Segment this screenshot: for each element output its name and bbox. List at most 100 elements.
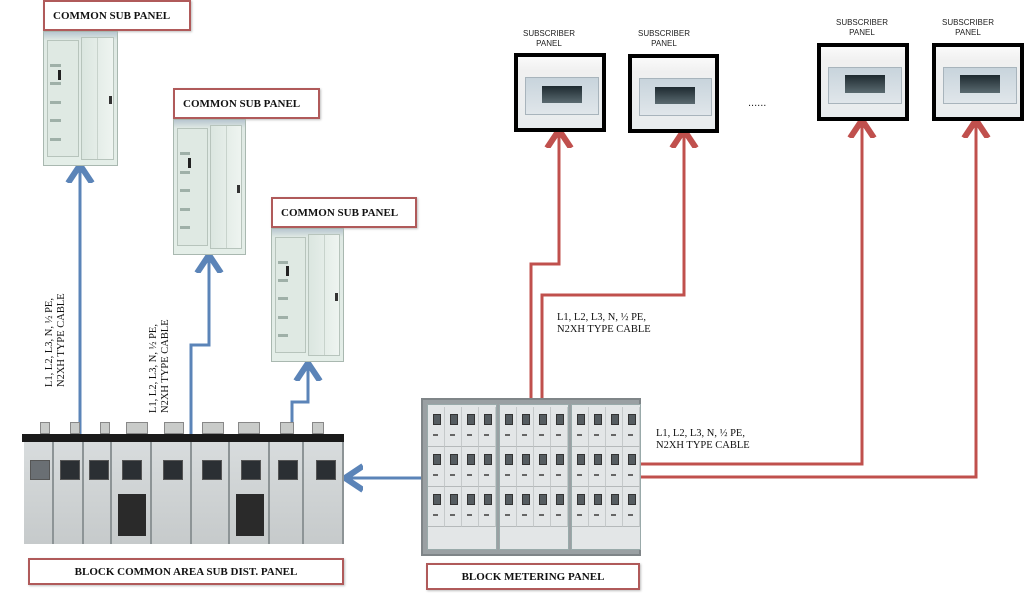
breaker-icon — [122, 460, 142, 480]
meter-breaker-icon — [504, 513, 511, 516]
common-sub-panel-3-cabinet[interactable] — [271, 228, 344, 362]
cabinet-interior — [176, 128, 209, 246]
cabinet-rail — [180, 226, 191, 230]
subscriber-panel-4[interactable] — [932, 43, 1024, 121]
meter-breaker-icon — [432, 433, 439, 436]
subscriber-panel-1[interactable] — [514, 53, 606, 132]
common-sub-panel-2-label-text: COMMON SUB PANEL — [183, 97, 301, 110]
caption-line-2: PANEL — [536, 39, 562, 48]
meter-cell — [623, 447, 640, 487]
block-metering-panel[interactable] — [421, 398, 641, 556]
meter-breaker-icon — [555, 513, 562, 516]
switchboard-section — [112, 442, 152, 544]
subscriber-panel-1-caption: SUBSCRIBER PANEL — [509, 29, 589, 49]
panel-breaker-slot — [655, 86, 696, 105]
meter-breaker-icon — [610, 473, 617, 476]
subscriber-panel-3[interactable] — [817, 43, 909, 121]
cabinet-rail — [278, 279, 289, 282]
energy-meter-icon — [610, 494, 620, 505]
meter-cell — [445, 487, 462, 527]
top-device — [238, 422, 260, 434]
energy-meter-icon — [432, 414, 442, 425]
cabinet-door — [80, 37, 115, 160]
energy-meter-icon — [504, 414, 514, 425]
meter-breaker-icon — [593, 473, 600, 476]
top-device — [126, 422, 148, 434]
meter-breaker-icon — [627, 473, 634, 476]
meter-breaker-icon — [538, 513, 545, 516]
meter-cell — [500, 447, 517, 487]
energy-meter-icon — [521, 414, 531, 425]
switchboard-body — [24, 442, 344, 544]
breaker-icon — [89, 460, 109, 480]
top-device — [202, 422, 224, 434]
energy-meter-icon — [576, 454, 586, 465]
common-area-panel-label-text: BLOCK COMMON AREA SUB DIST. PANEL — [74, 565, 298, 578]
meter-cell — [534, 487, 551, 527]
breaker-icon — [278, 460, 298, 480]
feed-line-common-sub-panel-2 — [189, 258, 209, 434]
cabinet-interior — [46, 39, 80, 157]
common-sub-panel-2-cabinet[interactable] — [173, 119, 246, 255]
energy-meter-icon — [483, 454, 493, 465]
meter-breaker-icon — [593, 433, 600, 436]
panel-window — [827, 66, 902, 105]
breaker-icon — [30, 460, 50, 480]
energy-meter-icon — [593, 414, 603, 425]
meter-cell — [445, 407, 462, 447]
energy-meter-icon — [521, 494, 531, 505]
energy-meter-icon — [555, 454, 565, 465]
energy-meter-icon — [555, 414, 565, 425]
meter-cell — [606, 447, 623, 487]
common-sub-panel-1-cabinet[interactable] — [43, 31, 118, 166]
cable-label-subscriber-right: L1, L2, L3, N, ½ PE, N2XH TYPE CABLE — [656, 428, 750, 452]
energy-meter-icon — [538, 454, 548, 465]
cabinet-interior — [274, 236, 307, 354]
common-sub-panel-3-label: COMMON SUB PANEL — [271, 197, 417, 228]
cabinet-door — [307, 234, 341, 356]
meter-cell — [572, 407, 589, 447]
energy-meter-icon — [521, 454, 531, 465]
energy-meter-icon — [555, 494, 565, 505]
cabinet-slot — [188, 158, 192, 168]
cabinet-rail — [50, 119, 61, 123]
meter-breaker-icon — [466, 473, 473, 476]
energy-meter-icon — [576, 414, 586, 425]
meter-breaker-icon — [504, 473, 511, 476]
top-device — [164, 422, 184, 434]
meter-cell — [623, 487, 640, 527]
energy-meter-icon — [576, 494, 586, 505]
energy-meter-icon — [504, 494, 514, 505]
meter-breaker-icon — [576, 513, 583, 516]
metering-panel-label-text: BLOCK METERING PANEL — [461, 570, 605, 583]
switchboard-top — [22, 434, 344, 442]
meter-cell — [500, 407, 517, 447]
energy-meter-icon — [466, 414, 476, 425]
subscriber-panel-2[interactable] — [628, 54, 719, 133]
energy-meter-icon — [449, 414, 459, 425]
breaker-icon — [316, 460, 336, 480]
cabinet-door — [209, 125, 243, 249]
door-handle-icon — [335, 292, 339, 301]
energy-meter-icon — [466, 494, 476, 505]
meter-breaker-icon — [627, 433, 634, 436]
energy-meter-icon — [538, 494, 548, 505]
panel-breaker-slot — [541, 85, 582, 104]
energy-meter-icon — [627, 414, 637, 425]
meter-breaker-icon — [483, 473, 490, 476]
meter-breaker-icon — [555, 433, 562, 436]
breaker-icon — [60, 460, 80, 480]
meter-breaker-icon — [466, 513, 473, 516]
meter-breaker-icon — [576, 473, 583, 476]
feed-line-subscriber-panel-3 — [641, 123, 862, 466]
caption-line-1: SUBSCRIBER — [522, 29, 575, 38]
top-device — [312, 422, 324, 434]
meter-cell — [606, 487, 623, 527]
meter-cell — [479, 487, 496, 527]
block-common-area-sub-dist-panel[interactable] — [22, 422, 344, 544]
cabinet-slot — [58, 69, 62, 80]
meter-breaker-icon — [521, 433, 528, 436]
caption-line-2: PANEL — [849, 28, 875, 37]
cable-label-subscriber-upper: L1, L2, L3, N, ½ PE, N2XH TYPE CABLE — [557, 312, 651, 336]
